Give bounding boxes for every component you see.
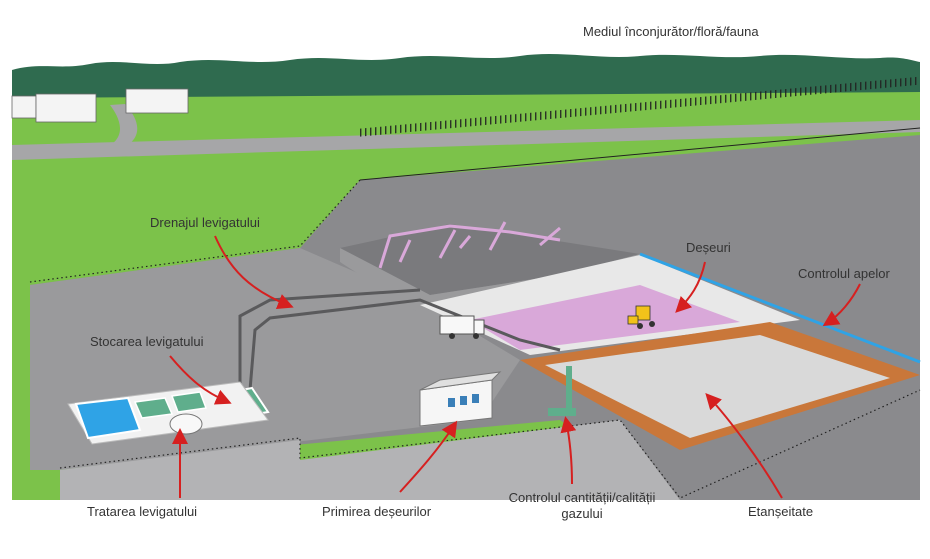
gas-control-station bbox=[548, 366, 576, 416]
drainage-pipe bbox=[248, 298, 561, 391]
back-fence bbox=[359, 127, 921, 181]
treatment-basin-green-1 bbox=[133, 397, 174, 419]
arrow-sealing bbox=[705, 393, 783, 499]
label-waste-reception: Primirea deșeurilor bbox=[322, 504, 432, 519]
drainage-pipe-branch bbox=[238, 288, 421, 392]
waste-truck bbox=[439, 315, 485, 339]
label-water-control: Controlul apelor bbox=[798, 266, 890, 281]
label-environment: Mediul înconjurător/floră/fauna bbox=[583, 24, 759, 39]
bulldozer bbox=[627, 305, 655, 329]
houses bbox=[11, 88, 189, 123]
treatment-basin-blue bbox=[74, 396, 142, 440]
label-sealing: Etanșeitate bbox=[748, 504, 814, 519]
arrow-waste bbox=[675, 261, 706, 313]
reception-building bbox=[419, 371, 502, 427]
arrow-reception bbox=[399, 420, 458, 493]
left-fence bbox=[29, 179, 361, 283]
mound-side bbox=[340, 248, 650, 320]
label-gas-control: Controlul cantității/calității gazului bbox=[492, 490, 672, 522]
waste-fill bbox=[470, 285, 740, 350]
label-waste: Deșeuri bbox=[686, 240, 731, 255]
label-leachate-drainage: Drenajul levigatului bbox=[150, 215, 260, 230]
gas-vent-pipes bbox=[378, 221, 561, 269]
road-curve bbox=[100, 104, 138, 150]
water-control-line bbox=[639, 252, 921, 364]
treatment-basin-green-2 bbox=[170, 391, 208, 413]
arrow-water-control bbox=[822, 283, 861, 327]
arrow-storage bbox=[169, 355, 232, 405]
label-gas-control-line2: gazului bbox=[561, 506, 603, 521]
sealing-cell-floor bbox=[545, 335, 890, 438]
forest-treeline bbox=[12, 54, 920, 98]
arrow-gas bbox=[560, 416, 577, 485]
mound-top bbox=[340, 224, 640, 295]
label-leachate-treatment: Tratarea levigatului bbox=[87, 504, 198, 519]
treatment-tank bbox=[169, 413, 203, 435]
arrow-drainage bbox=[214, 235, 294, 309]
label-arrows bbox=[169, 235, 861, 499]
lower-apron bbox=[60, 420, 680, 500]
label-gas-control-line1: Controlul cantității/calității bbox=[508, 490, 656, 505]
road bbox=[12, 120, 920, 160]
label-leachate-storage: Stocarea levigatului bbox=[90, 334, 204, 349]
